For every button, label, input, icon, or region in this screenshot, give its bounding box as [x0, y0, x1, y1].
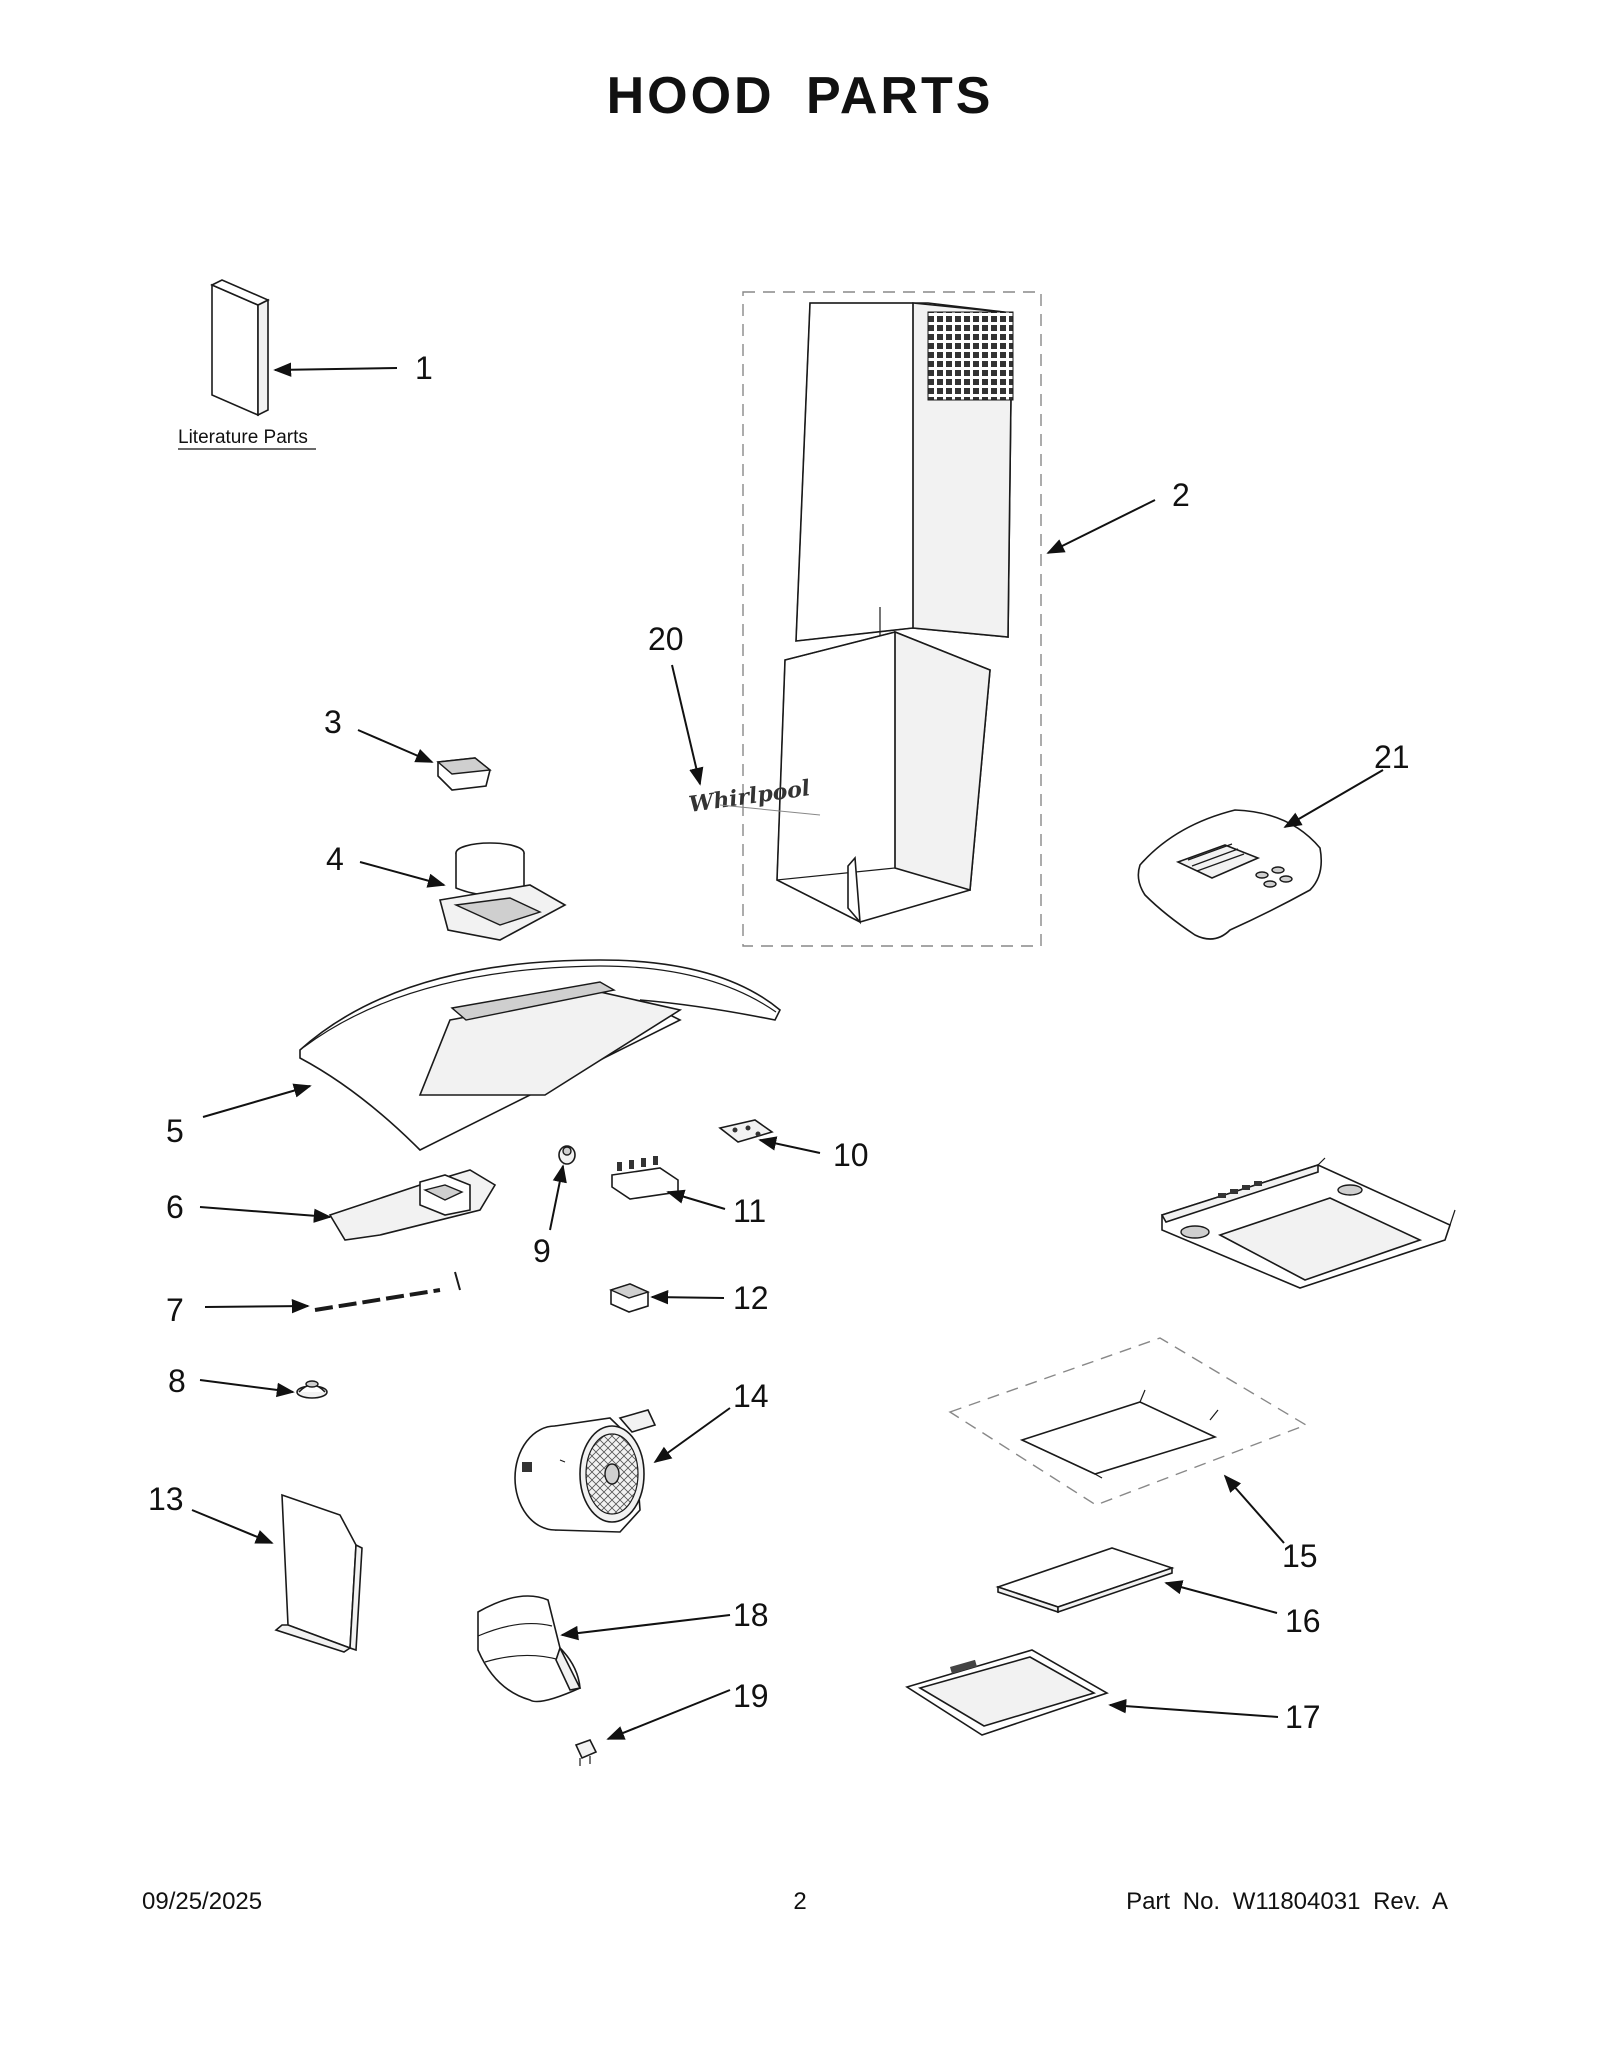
- callout-3: 3: [324, 704, 342, 740]
- callout-4: 4: [326, 841, 344, 877]
- callout-18: 18: [733, 1597, 769, 1633]
- part-damper-transition: [439, 842, 567, 941]
- footer-date: 09/25/2025: [142, 1888, 263, 1915]
- page-title: HOOD PARTS: [606, 67, 994, 125]
- callout-7: 7: [166, 1292, 184, 1328]
- part-glass-canopy: [299, 959, 781, 1151]
- callout-5: 5: [166, 1113, 184, 1149]
- callout-19: 19: [733, 1678, 769, 1714]
- part-blower-housing: [477, 1595, 582, 1703]
- part-filter-pad: [995, 1547, 1175, 1614]
- part-knob: [558, 1145, 576, 1165]
- part-small-bracket: [436, 757, 492, 791]
- callout-14: 14: [733, 1378, 769, 1414]
- part-light-strip: [314, 1271, 461, 1312]
- callout-15: 15: [1282, 1538, 1318, 1574]
- chimney-group-outline: [742, 291, 1042, 947]
- part-grease-filter: [905, 1649, 1109, 1736]
- callout-11: 11: [733, 1193, 766, 1229]
- part-blower: [514, 1409, 657, 1533]
- part-install-kit: [1137, 809, 1323, 940]
- callout-9: 9: [533, 1233, 551, 1269]
- callout-6: 6: [166, 1189, 184, 1225]
- part-control-board: [718, 1119, 774, 1143]
- hood-body-assembly: [1160, 1157, 1456, 1289]
- callout-13: 13: [148, 1481, 184, 1517]
- part-chimney-lower: [776, 630, 991, 925]
- callout-12: 12: [733, 1280, 769, 1316]
- part-clip: [574, 1739, 598, 1766]
- part-recirc-filter: [274, 1493, 363, 1653]
- part-chimney-upper: [795, 302, 1014, 645]
- footer-page-number: 2: [793, 1888, 807, 1915]
- footer-part-number: Part No. W11804031 Rev. A: [1126, 1888, 1448, 1915]
- part-control-housing: [328, 1169, 497, 1241]
- callout-1: 1: [415, 350, 433, 386]
- page-footer: 09/25/2025 2 Part No. W11804031 Rev. A: [0, 1888, 1600, 1928]
- part-led-lamp: [296, 1380, 328, 1399]
- filter-frame-outline: [948, 1337, 1308, 1506]
- callout-numbers: 1 2 3 4 5 6 7 8 9 10 11 12 13 14 15 16 1…: [148, 350, 1410, 1735]
- callout-21: 21: [1374, 739, 1410, 775]
- callout-2: 2: [1172, 477, 1190, 513]
- part-junction-block: [609, 1283, 650, 1313]
- callout-10: 10: [833, 1137, 869, 1173]
- part-literature: [210, 279, 270, 417]
- part-filter-frame: [1019, 1389, 1219, 1479]
- literature-parts-label: Literature Parts: [178, 427, 308, 448]
- callout-8: 8: [168, 1363, 186, 1399]
- callout-20: 20: [648, 621, 684, 657]
- leader-lines: [191, 362, 1384, 1740]
- callout-17: 17: [1285, 1699, 1321, 1735]
- callout-16: 16: [1285, 1603, 1321, 1639]
